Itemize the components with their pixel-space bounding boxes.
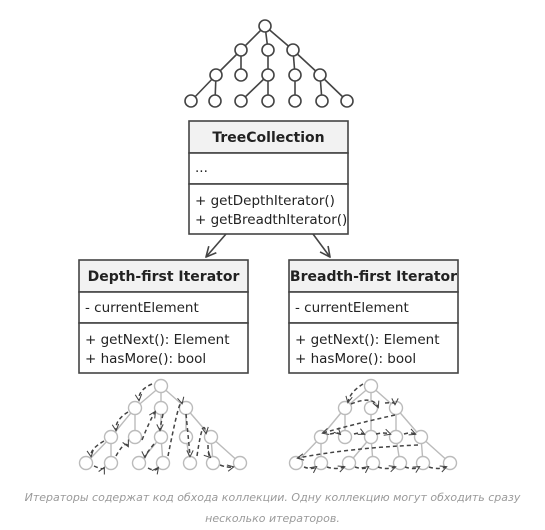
tree-node (127, 400, 143, 416)
tree-node (363, 378, 379, 394)
tree-node (103, 455, 119, 471)
tree-node (182, 455, 198, 471)
traversal-path (93, 465, 104, 469)
traversal-path (196, 428, 206, 457)
traversal-path (139, 383, 153, 400)
depth-iterator-field: - currentElement (85, 300, 199, 316)
traversal-path (323, 414, 396, 433)
traversal-path (384, 403, 395, 404)
traversal-path (160, 413, 164, 430)
traversal-path (403, 433, 415, 434)
tree-node (288, 455, 304, 471)
traversal-path (167, 402, 182, 457)
tree-node (365, 455, 381, 471)
traversal-path (116, 411, 129, 430)
tree-collection-class: TreeCollection ... + getDepthIterator() … (188, 120, 349, 235)
tree-collection-method: + getBreadthIterator() (195, 212, 347, 228)
depth-iterator-method: + getNext(): Element (85, 332, 230, 348)
tree-node (413, 429, 429, 445)
depth-iterator-arrow (206, 233, 227, 257)
tree-node (208, 94, 222, 108)
tree-node (415, 455, 431, 471)
tree-node (388, 429, 404, 445)
traversal-path (185, 413, 190, 456)
tree-node (184, 94, 198, 108)
traversal-path (350, 399, 378, 407)
tree-collection-name: TreeCollection (212, 130, 324, 146)
tree-node (232, 455, 248, 471)
tree-node (261, 43, 275, 57)
depth-iterator-class: Depth-first Iterator - currentElement + … (78, 259, 249, 374)
traversal-path (298, 444, 419, 458)
tree-collection-field: ... (195, 160, 208, 176)
tree-icon (184, 19, 354, 108)
traversal-path (326, 467, 344, 469)
traversal-path (91, 440, 105, 456)
breadth-iterator-field: - currentElement (295, 300, 409, 316)
tree-collection-method: + getDepthIterator() (195, 193, 335, 209)
traversal-path (348, 383, 364, 402)
traversal-path (303, 467, 316, 469)
breadth-iterator-name: Breadth-first Iterator (290, 269, 457, 285)
caption-line-2: несколько итераторов. (205, 512, 340, 525)
depth-iterator-method: + hasMore(): bool (85, 351, 206, 367)
traversal-path (354, 467, 368, 469)
tree-node (178, 429, 194, 445)
traversal-path (208, 444, 210, 457)
breadth-first-traversal-icon (288, 378, 458, 471)
traversal-path (428, 467, 446, 469)
traversal-path (377, 467, 395, 469)
traversal-path (141, 412, 155, 441)
tree-node (155, 455, 171, 471)
tree-node (234, 43, 248, 57)
tree-node (315, 94, 329, 108)
tree-node (78, 455, 94, 471)
breadth-iterator-method: + getNext(): Element (295, 332, 440, 348)
tree-node (205, 455, 221, 471)
tree-node (288, 94, 302, 108)
traversal-path (329, 433, 340, 434)
traversal-path (353, 433, 364, 434)
tree-node (131, 455, 147, 471)
traversal-path (147, 468, 158, 470)
depth-first-traversal-icon (78, 378, 248, 471)
caption-line-1: Итераторы содержат код обхода коллекции.… (25, 491, 521, 504)
tree-node (313, 455, 329, 471)
tree-node (261, 68, 275, 82)
tree-node (103, 429, 119, 445)
breadth-iterator-class: Breadth-first Iterator - currentElement … (288, 259, 459, 374)
tree-node (286, 43, 300, 57)
traversal-path (404, 467, 419, 469)
tree-node (127, 429, 143, 445)
tree-node (153, 400, 169, 416)
breadth-iterator-method: + hasMore(): bool (295, 351, 416, 367)
tree-node (178, 400, 194, 416)
tree-node (288, 68, 302, 82)
tree-node (388, 400, 404, 416)
tree-node (313, 68, 327, 82)
breadth-iterator-arrow (312, 233, 330, 257)
tree-node (153, 378, 169, 394)
depth-iterator-name: Depth-first Iterator (88, 269, 240, 285)
tree-node (153, 429, 169, 445)
tree-node (363, 400, 379, 416)
tree-node (261, 94, 275, 108)
tree-node (337, 400, 353, 416)
tree-node (341, 455, 357, 471)
traversal-path (375, 433, 390, 434)
tree-node (337, 429, 353, 445)
tree-node (340, 94, 354, 108)
traversal-path (145, 443, 155, 457)
tree-node (234, 94, 248, 108)
tree-node (234, 68, 248, 82)
tree-node (209, 68, 223, 82)
traversal-path (115, 444, 128, 457)
tree-node (258, 19, 272, 33)
tree-node (392, 455, 408, 471)
traversal-path (219, 464, 233, 467)
tree-node (363, 429, 379, 445)
